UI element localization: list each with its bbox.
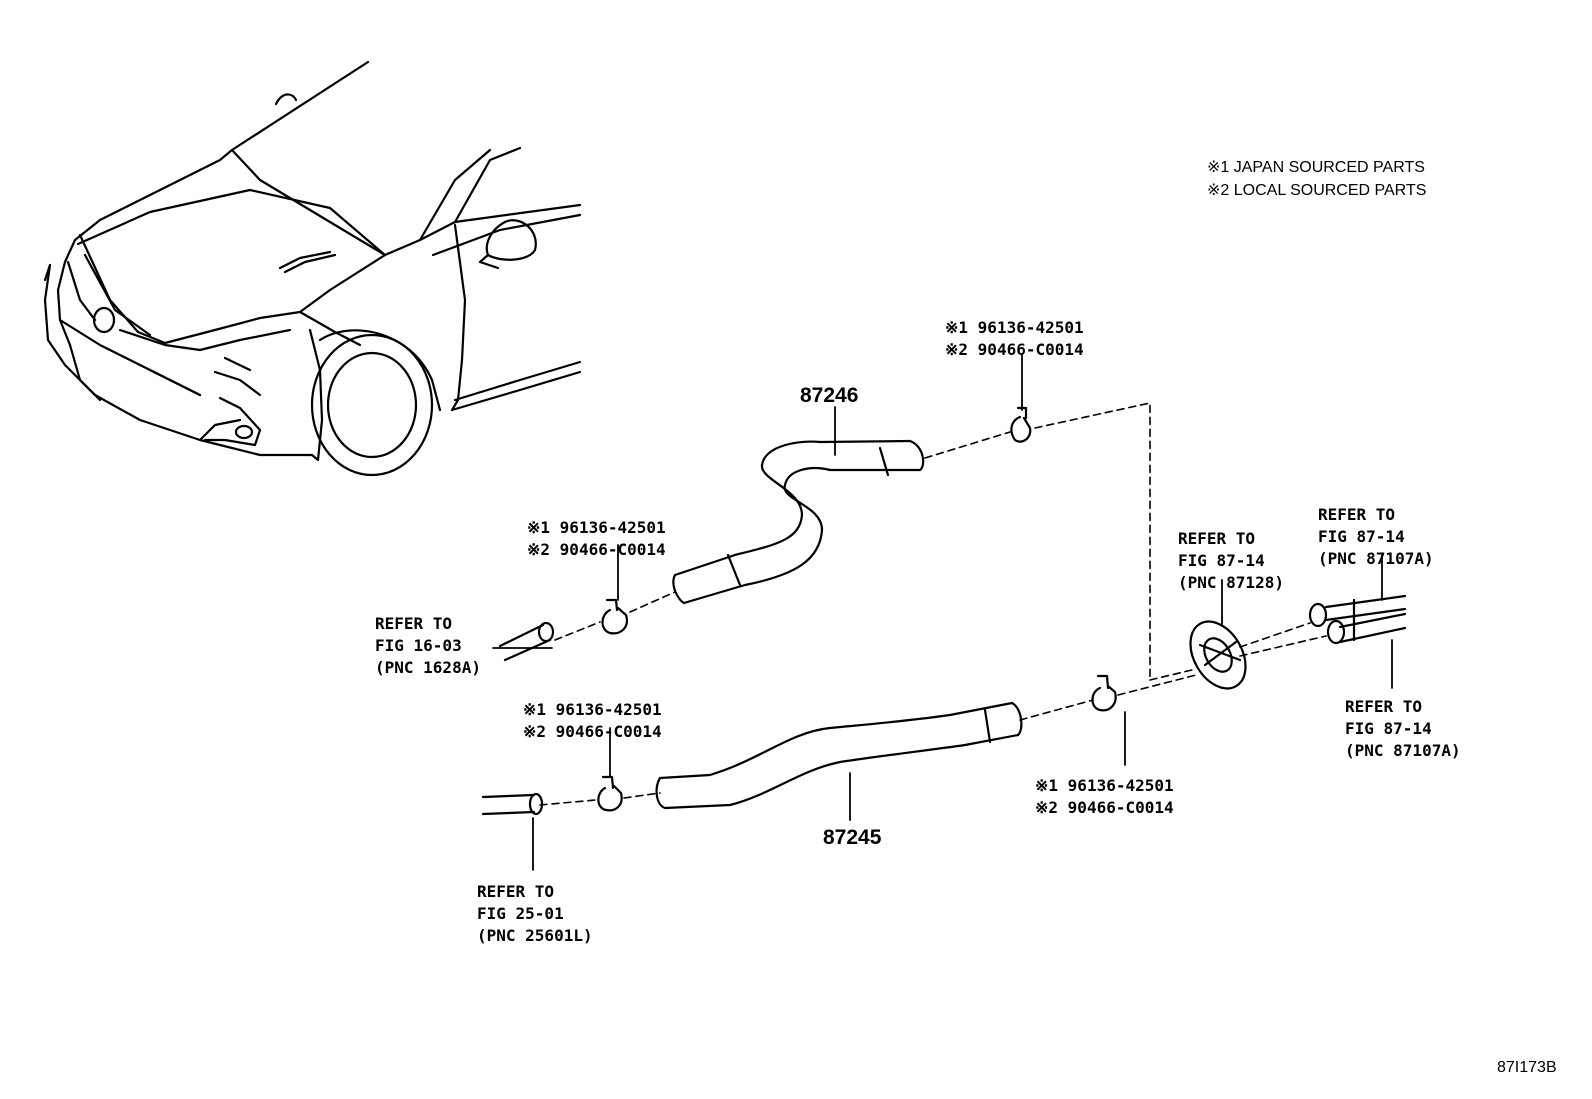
part-number-87246[interactable]: 87246 <box>800 384 859 407</box>
ref-fig-87-14-bottom-line3: (PNC 87107A) <box>1345 741 1461 760</box>
clamp-left-upper-pn1: ※1 96136-42501 <box>527 518 666 537</box>
ref-fig-16-03[interactable]: REFER TO FIG 16-03 (PNC 1628A) <box>375 613 481 679</box>
legend-japan-sourced: ※1 JAPAN SOURCED PARTS <box>1207 159 1425 176</box>
pipe-stub-fig-16-03 <box>498 621 555 662</box>
clamp-left-lower-pn2: ※2 90466-C0014 <box>523 722 662 741</box>
clamp-right-lower-pn1: ※1 96136-42501 <box>1035 776 1174 795</box>
ref-fig-87-14-grommet-line3: (PNC 87128) <box>1178 573 1284 592</box>
ref-fig-25-01[interactable]: REFER TO FIG 25-01 (PNC 25601L) <box>477 881 593 947</box>
ref-fig-87-14-grommet[interactable]: REFER TO FIG 87-14 (PNC 87128) <box>1178 528 1284 594</box>
pipe-stub-fig-25-01 <box>481 792 544 816</box>
clamp-left-lower <box>597 775 623 812</box>
hose-87245 <box>655 701 1023 810</box>
ref-fig-87-14-bottom-line2: FIG 87-14 <box>1345 719 1432 738</box>
ref-fig-25-01-line3: (PNC 25601L) <box>477 926 593 945</box>
dashed-lines <box>539 402 1327 806</box>
vehicle-illustration <box>43 60 582 477</box>
clamp-top-pn2: ※2 90466-C0014 <box>945 340 1084 359</box>
clamp-left-upper-pn2: ※2 90466-C0014 <box>527 540 666 559</box>
pipe-stub-fig-87-14 <box>1308 594 1407 645</box>
ref-fig-87-14-grommet-line1: REFER TO <box>1178 529 1256 548</box>
ref-fig-16-03-line2: FIG 16-03 <box>375 636 462 655</box>
legend-local-sourced: ※2 LOCAL SOURCED PARTS <box>1207 182 1427 199</box>
leader-lines <box>492 354 1393 871</box>
ref-fig-87-14-top-line3: (PNC 87107A) <box>1318 549 1434 568</box>
ref-fig-87-14-bottom[interactable]: REFER TO FIG 87-14 (PNC 87107A) <box>1345 696 1461 762</box>
hose-87246 <box>672 439 925 605</box>
ref-fig-25-01-line2: FIG 25-01 <box>477 904 564 923</box>
clamp-label-top[interactable]: ※1 96136-42501 ※2 90466-C0014 <box>945 317 1084 361</box>
ref-fig-87-14-top-line2: FIG 87-14 <box>1318 527 1405 546</box>
ref-fig-87-14-grommet-line2: FIG 87-14 <box>1178 551 1265 570</box>
part-number-87245[interactable]: 87245 <box>823 826 882 849</box>
clamp-top-pn1: ※1 96136-42501 <box>945 318 1084 337</box>
clamp-right-lower-pn2: ※2 90466-C0014 <box>1035 798 1174 817</box>
diagram-code: 87I173B <box>1497 1059 1557 1076</box>
ref-fig-25-01-line1: REFER TO <box>477 882 555 901</box>
clamp-label-left-upper[interactable]: ※1 96136-42501 ※2 90466-C0014 <box>527 517 666 561</box>
ref-fig-16-03-line1: REFER TO <box>375 614 453 633</box>
clamp-left-upper <box>601 598 628 635</box>
ref-fig-16-03-line3: (PNC 1628A) <box>375 658 481 677</box>
ref-fig-87-14-top-line1: REFER TO <box>1318 505 1396 524</box>
clamp-top <box>1010 406 1032 443</box>
clamp-right-lower <box>1091 674 1117 712</box>
grommet <box>1189 620 1247 690</box>
legend: ※1 JAPAN SOURCED PARTS ※2 LOCAL SOURCED … <box>1207 156 1426 202</box>
clamp-label-right-lower[interactable]: ※1 96136-42501 ※2 90466-C0014 <box>1035 775 1174 819</box>
ref-fig-87-14-top[interactable]: REFER TO FIG 87-14 (PNC 87107A) <box>1318 504 1434 570</box>
ref-fig-87-14-bottom-line1: REFER TO <box>1345 697 1423 716</box>
clamp-left-lower-pn1: ※1 96136-42501 <box>523 700 662 719</box>
clamp-label-left-lower[interactable]: ※1 96136-42501 ※2 90466-C0014 <box>523 699 662 743</box>
